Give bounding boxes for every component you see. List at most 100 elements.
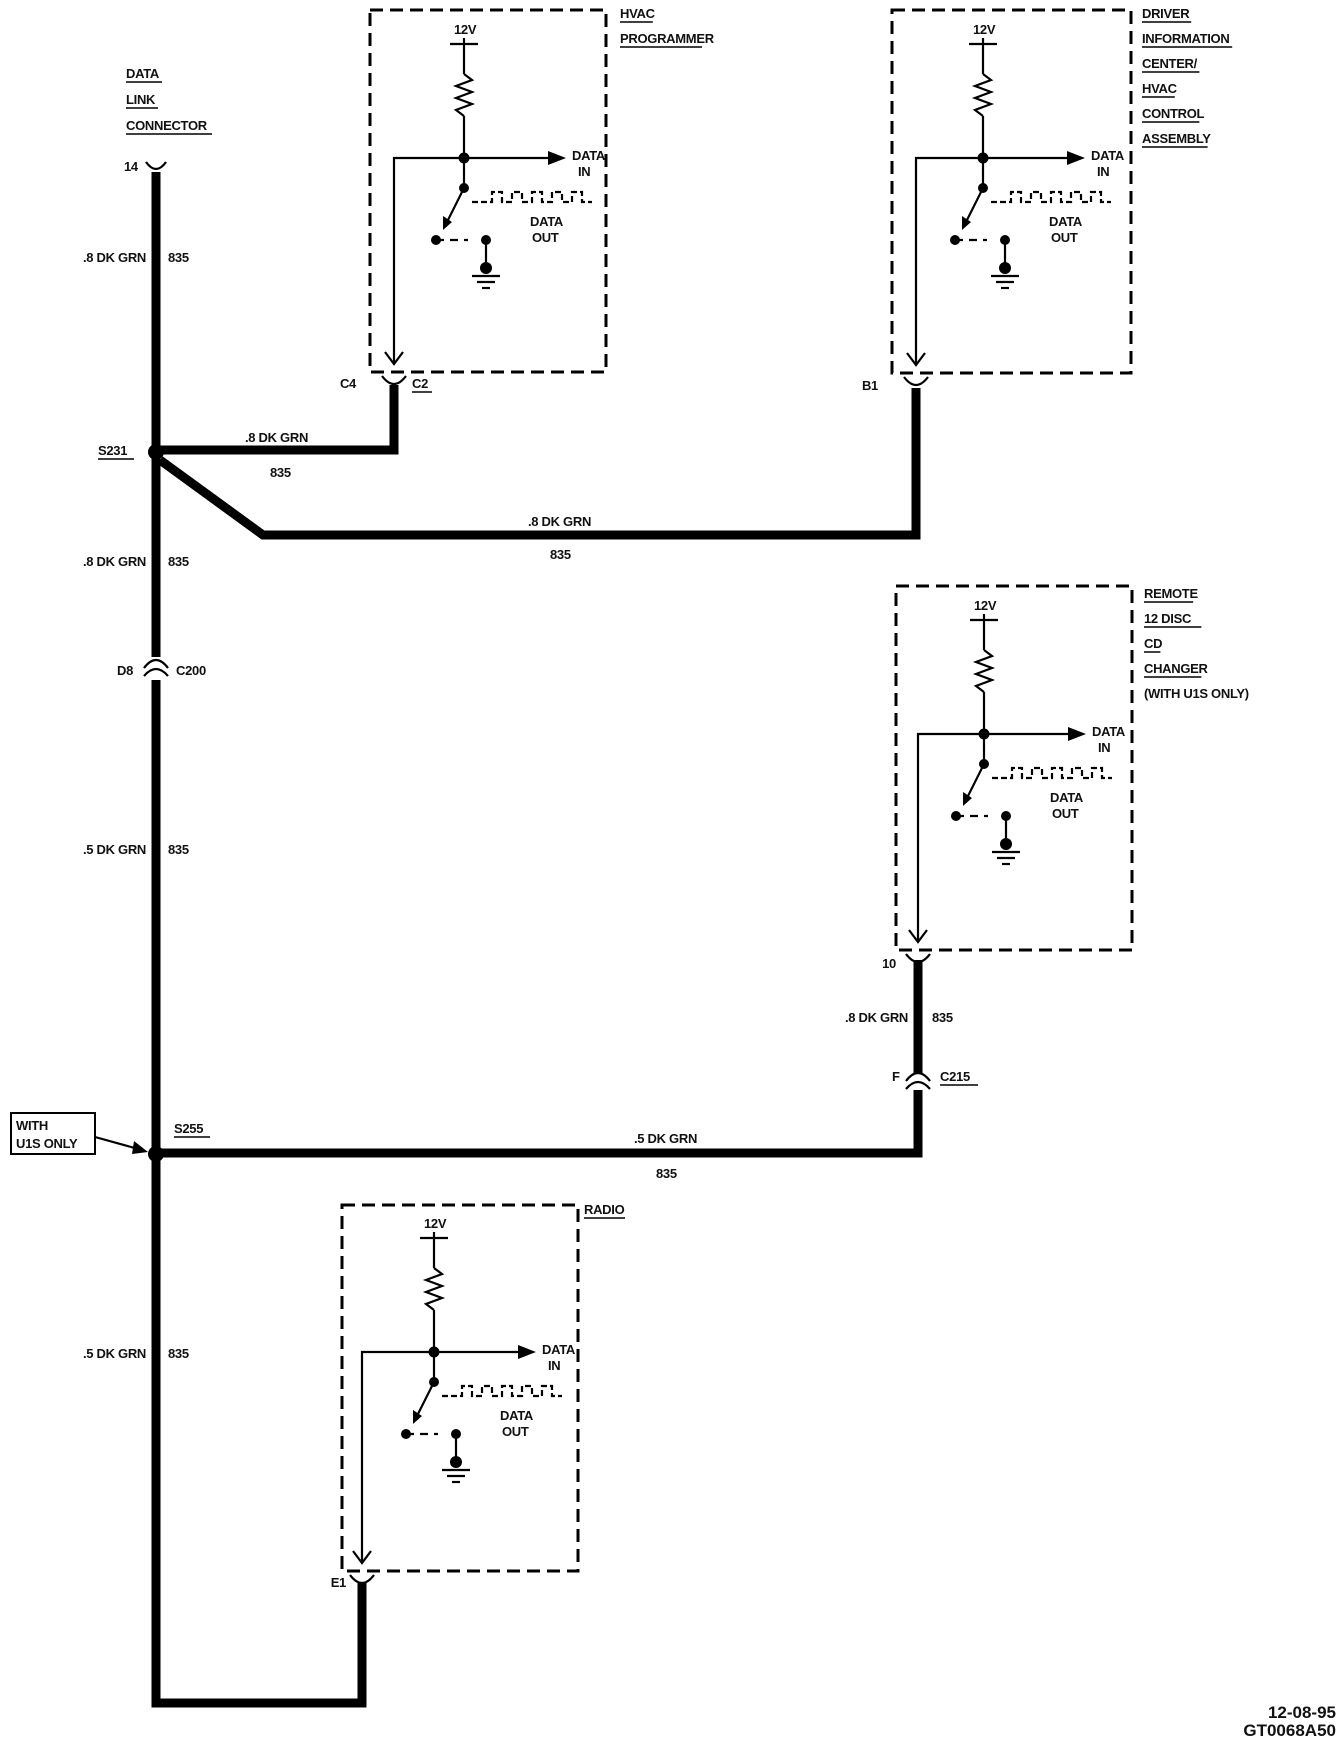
resistor-symbol [452,73,476,117]
wire-s231-to-dic [157,388,921,540]
wire-s255-to-c215 [156,1090,923,1158]
module-pin-label: C4 [340,376,357,391]
supply-label: 12V [973,22,996,37]
ground-node [480,262,492,274]
module-name-line: (WITH U1S ONLY) [1144,686,1249,701]
dlc-connector-symbol [145,161,167,171]
c200-connector-symbol [143,658,169,669]
data-in-label-1: DATA [1092,724,1126,739]
module-name-line: CONTROL [1142,106,1205,121]
dlc-label-line-2: LINK [126,92,156,107]
module-name-line: CHANGER [1144,661,1209,676]
module-name-line: ASSEMBLY [1142,131,1211,146]
data-in-label-2: IN [548,1358,560,1373]
splice-s231-label: S231 [98,443,127,458]
wire-label-hvac-size: .8 DK GRN [245,430,308,445]
pin-arrow-icon [352,1550,372,1565]
note-arrowhead [132,1141,148,1154]
data-out-label-2: OUT [532,230,559,245]
dlc-label-line-3: CONNECTOR [126,118,208,133]
module-name-line: 12 DISC [1144,611,1192,626]
supply-label: 12V [454,22,477,37]
wire-label-radio-circuit: 835 [168,1346,189,1361]
pin-arrow-icon [906,352,926,367]
pin-connector-symbol [905,953,931,964]
bus-lead [392,156,464,364]
pin-connector-symbol [349,1574,375,1585]
data-in-label-1: DATA [1091,148,1125,163]
resistor-symbol [971,73,995,117]
module-name-line: RADIO [584,1202,625,1217]
c215-connector-symbol-lower [905,1080,931,1090]
main-wiring [151,172,923,1708]
data-out-label-1: DATA [1050,790,1084,805]
data-out-waveform [991,190,1111,204]
switch-arrow-icon [962,216,971,230]
note-line-1: WITH [16,1118,48,1133]
wire-label-radio-size: .5 DK GRN [83,1346,146,1361]
module-boundary [890,8,1133,375]
pin-connector-symbol [903,376,929,387]
note-box [10,1112,96,1155]
wire-label-cd-circuit: 835 [932,1010,953,1025]
bus-lead [914,156,983,365]
module-name-line: HVAC [1142,81,1178,96]
wire-label-c200-size: .8 DK GRN [83,554,146,569]
wire-label-dlc-circuit: 835 [168,250,189,265]
note-line-2: U1S ONLY [16,1136,78,1151]
dlc-label-line-1: DATA [126,66,160,81]
module-name-line: HVAC [620,6,656,21]
splice-s255-dot [148,1146,164,1162]
splice-s255-label: S255 [174,1121,203,1136]
data-out-waveform [442,1384,562,1398]
switch-arrow-icon [963,792,972,806]
data-in-label-1: DATA [572,148,606,163]
c215-connector-symbol [905,1071,931,1082]
switch-blade [964,187,984,225]
data-in-arrow-icon [518,1345,536,1359]
data-in-label-2: IN [1098,740,1110,755]
module-name-line: INFORMATION [1142,31,1229,46]
supply-label: 12V [974,598,997,613]
wire-label-c200-circuit: 835 [168,554,189,569]
wire-label-hvac-circuit: 835 [270,465,291,480]
c200-connector-symbol-lower [143,667,169,677]
data-out-label-1: DATA [530,214,564,229]
wire-label-c215-circuit: 835 [656,1166,677,1181]
resistor-symbol [422,1267,446,1311]
supply-label: 12V [424,1216,447,1231]
module-name-line: DRIVER [1142,6,1190,21]
data-in-arrow-icon [1068,727,1086,741]
data-in-label-1: DATA [542,1342,576,1357]
c200-pin: D8 [117,663,133,678]
dlc-pin: 14 [124,159,139,174]
bus-lead [916,732,984,942]
data-in-arrow-icon [1067,151,1085,165]
module-name-line: CENTER/ [1142,56,1198,71]
bus-lead [360,1350,434,1563]
module-name-line: REMOTE [1144,586,1198,601]
module-name-line: PROGRAMMER [620,31,715,46]
module-boundary [368,8,608,374]
pin-arrow-icon [908,929,928,944]
data-out-label-2: OUT [502,1424,529,1439]
module-dic: 12VDATAINDATAOUTDRIVERINFORMATIONCENTER/… [862,6,1233,393]
module-boundary [340,1203,580,1573]
data-out-waveform [472,190,592,204]
ground-node [1000,838,1012,850]
wire-label-c215-size: .5 DK GRN [634,1131,697,1146]
switch-arrow-icon [413,1410,422,1424]
c215-pin: F [892,1069,900,1084]
switch-arrow-icon [443,216,452,230]
ground-node [999,262,1011,274]
resistor-symbol [972,649,996,693]
switch-blade [445,187,465,225]
data-out-label-1: DATA [500,1408,534,1423]
data-out-label-1: DATA [1049,214,1083,229]
data-out-label-2: OUT [1052,806,1079,821]
splice-s231-dot [148,444,164,460]
